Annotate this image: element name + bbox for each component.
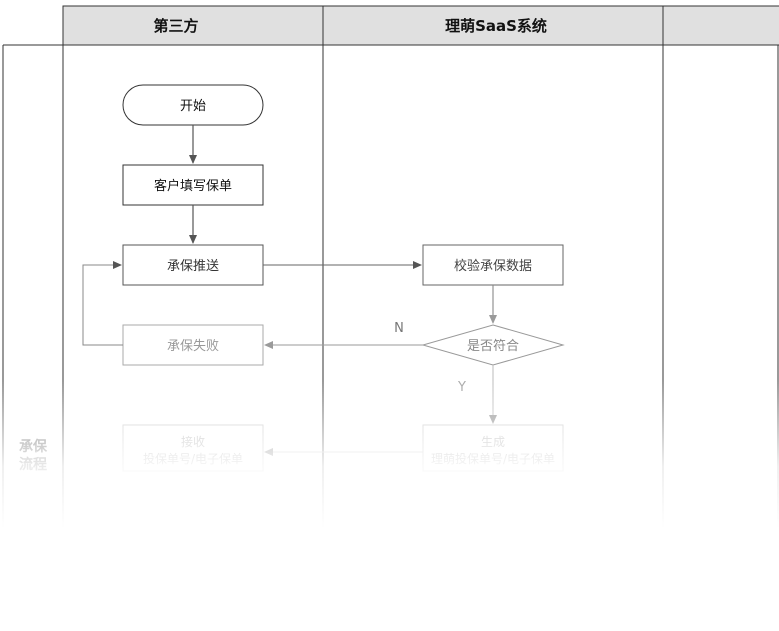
lane-header-third-party: 第三方 bbox=[153, 17, 198, 35]
side-label-line1: 承保 bbox=[19, 438, 48, 455]
fill-form-node: 客户填写保单 bbox=[122, 164, 264, 206]
decision-node: 是否符合 bbox=[421, 324, 565, 366]
edge-label-yes: Y bbox=[457, 380, 466, 395]
lane-header-saas: 理萌SaaS系统 bbox=[445, 17, 547, 35]
start-node-label: 开始 bbox=[180, 99, 206, 114]
lane-header-row: 第三方 理萌SaaS系统 bbox=[62, 5, 779, 46]
receive-label-line1: 接收 bbox=[181, 434, 205, 449]
verify-node: 校验承保数据 bbox=[422, 244, 564, 286]
receive-label-line2: 投保单号/电子保单 bbox=[143, 451, 243, 466]
fail-node-label: 承保失败 bbox=[167, 339, 219, 354]
edge-fail-to-push bbox=[82, 261, 123, 346]
push-node: 承保推送 bbox=[122, 244, 264, 286]
push-node-label: 承保推送 bbox=[167, 259, 219, 274]
generate-label-line1: 生成 bbox=[481, 435, 505, 449]
fill-form-label: 客户填写保单 bbox=[154, 178, 232, 194]
lane-borders bbox=[2, 44, 779, 627]
fail-node: 承保失败 bbox=[122, 324, 264, 366]
receive-node: 接收 投保单号/电子保单 bbox=[122, 424, 264, 472]
decision-label: 是否符合 bbox=[467, 338, 519, 354]
generate-node: 生成 理萌投保单号/电子保单 bbox=[422, 424, 564, 472]
verify-node-label: 校验承保数据 bbox=[454, 258, 532, 274]
generate-label-line2: 理萌投保单号/电子保单 bbox=[431, 451, 555, 466]
start-node: 开始 bbox=[122, 84, 264, 126]
edge-label-no: N bbox=[394, 321, 404, 336]
side-label-line2: 流程 bbox=[19, 456, 47, 473]
